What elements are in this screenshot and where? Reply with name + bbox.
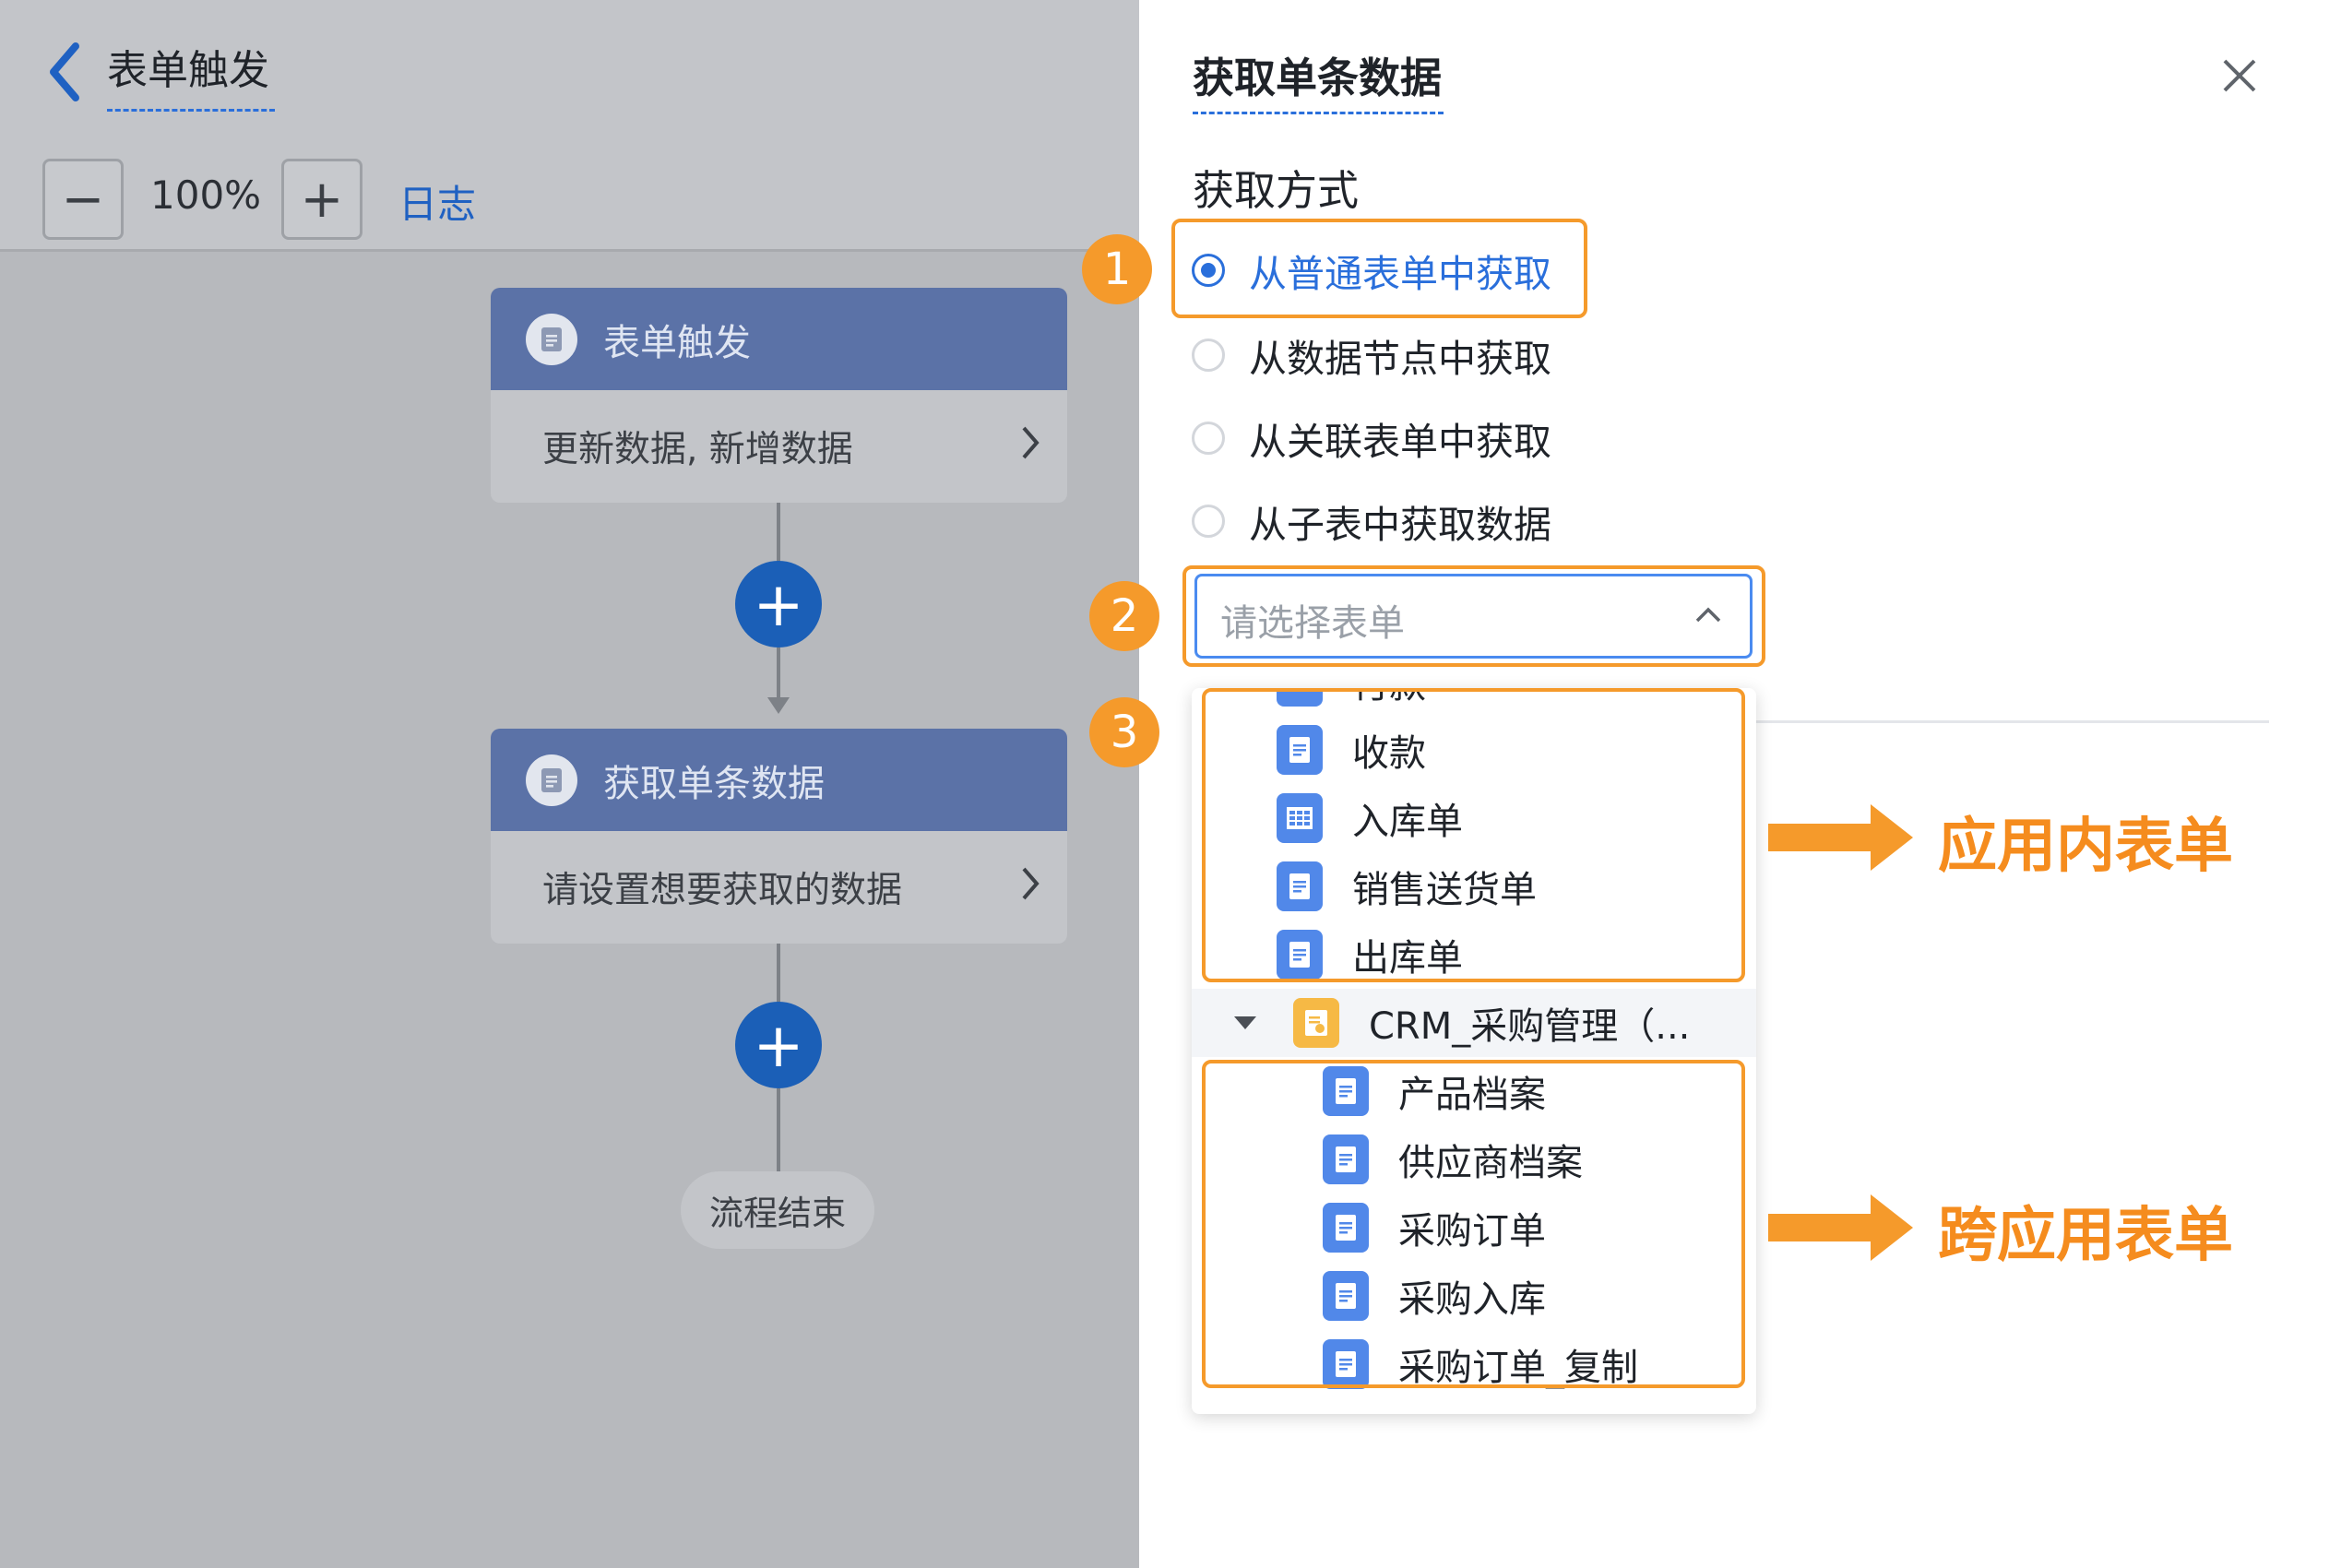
list-item[interactable]: 销售送货单 — [1277, 852, 1537, 921]
caret-down-icon[interactable] — [1234, 1016, 1256, 1029]
form-select-placeholder: 请选择表单 — [1220, 602, 1405, 645]
list-item-label: 入库单 — [1352, 801, 1463, 843]
step-badge-2: 2 — [1089, 581, 1159, 651]
zoom-out-button[interactable]: − — [42, 159, 124, 240]
add-node-button[interactable]: + — [735, 1002, 822, 1088]
step-badge-3: 3 — [1089, 697, 1159, 767]
radio-unchecked-icon — [1192, 422, 1225, 455]
grid-icon — [1277, 793, 1323, 843]
canvas-toolbar — [0, 145, 1139, 252]
list-item-label: 收款 — [1352, 732, 1426, 775]
flow-node-get-single-data[interactable]: 获取单条数据 请设置想要获取的数据 — [491, 729, 1067, 944]
document-icon — [1277, 725, 1323, 775]
title-underline — [107, 109, 275, 112]
node-summary[interactable]: 请设置想要获取的数据 — [491, 831, 1067, 944]
highlight-box-2 — [1182, 565, 1765, 667]
node-header: 获取单条数据 — [491, 729, 1067, 831]
connector-line — [777, 503, 780, 567]
node-summary-text: 更新数据, 新增数据 — [542, 429, 853, 470]
zoom-in-button[interactable]: + — [281, 159, 362, 240]
list-item[interactable]: 付款 — [1277, 688, 1426, 716]
chevron-right-icon — [1019, 421, 1041, 472]
divider — [1697, 720, 2269, 723]
connector-line — [777, 1088, 780, 1173]
radio-option-linked-form[interactable]: 从关联表单中获取 — [1192, 406, 1551, 470]
node-title: 表单触发 — [603, 321, 751, 364]
node-summary-text: 请设置想要获取的数据 — [542, 870, 903, 911]
flow-canvas: 表单触发 − 100% + 日志 表单触发 更新数据, 新增数据 + 获取单条数… — [0, 0, 1139, 1568]
form-dropdown-list: 付款 收款 入库单 销售送货单 出库单 CRM_采购管理（... — [1192, 688, 1756, 1414]
close-icon[interactable] — [2219, 55, 2260, 96]
flow-end-node: 流程结束 — [681, 1171, 874, 1249]
cross-app-forms-annotation: 跨应用表单 — [1938, 1202, 2233, 1270]
node-title: 获取单条数据 — [603, 762, 825, 805]
radio-checked-icon — [1192, 254, 1225, 287]
document-icon — [1323, 1203, 1369, 1253]
chevron-left-icon[interactable] — [46, 41, 83, 103]
connector-line — [777, 944, 780, 1003]
node-header: 表单触发 — [491, 288, 1067, 390]
document-icon — [1277, 861, 1323, 911]
list-item-label: 供应商档案 — [1398, 1142, 1583, 1184]
document-icon — [1323, 1271, 1369, 1321]
list-item[interactable]: 收款 — [1277, 716, 1426, 784]
app-forms-annotation: 应用内表单 — [1938, 813, 2233, 881]
document-icon — [1323, 1066, 1369, 1116]
connector-line — [777, 647, 780, 699]
document-icon — [1323, 1134, 1369, 1184]
highlight-box-cross-app-forms — [1202, 1060, 1745, 1388]
highlight-box-app-forms — [1202, 688, 1745, 982]
document-icon — [1277, 688, 1323, 707]
arrow-head-icon — [1871, 1194, 1913, 1261]
app-group-label: CRM_采购管理（... — [1369, 1005, 1691, 1048]
radio-unchecked-icon — [1192, 505, 1225, 538]
radio-option-subtable[interactable]: 从子表中获取数据 — [1192, 489, 1551, 553]
page-title: 表单触发 — [107, 47, 269, 94]
chevron-right-icon — [1019, 861, 1041, 913]
method-label: 获取方式 — [1193, 166, 1360, 215]
node-summary[interactable]: 更新数据, 新增数据 — [491, 390, 1067, 503]
list-item-label: 出库单 — [1352, 937, 1463, 980]
radio-option-data-node[interactable]: 从数据节点中获取 — [1192, 323, 1551, 387]
list-item[interactable]: 供应商档案 — [1323, 1125, 1583, 1194]
form-select[interactable] — [1194, 574, 1753, 659]
radio-label: 从关联表单中获取 — [1249, 420, 1551, 464]
list-item[interactable]: 采购订单 — [1323, 1194, 1546, 1262]
zoom-level: 100% — [150, 172, 262, 218]
chevron-up-icon — [1695, 607, 1721, 623]
list-item-label: 销售送货单 — [1352, 869, 1537, 911]
document-icon — [1277, 930, 1323, 980]
list-item[interactable]: 出库单 — [1277, 921, 1463, 989]
flow-node-form-trigger[interactable]: 表单触发 更新数据, 新增数据 — [491, 288, 1067, 503]
log-link[interactable]: 日志 — [398, 182, 477, 227]
list-item-label: 采购入库 — [1398, 1278, 1546, 1321]
app-group-crm[interactable]: CRM_采购管理（... — [1192, 989, 1756, 1057]
connector-arrow — [767, 697, 790, 714]
arrow-head-icon — [1871, 804, 1913, 871]
app-icon — [1293, 998, 1339, 1048]
arrow-right-icon — [1768, 824, 1872, 851]
document-icon — [1323, 1339, 1369, 1389]
radio-unchecked-icon — [1192, 339, 1225, 372]
list-item-label: 付款 — [1352, 688, 1426, 708]
list-item[interactable]: 采购入库 — [1323, 1262, 1546, 1330]
radio-label: 从数据节点中获取 — [1249, 337, 1551, 381]
list-item-label: 采购订单_复制 — [1398, 1347, 1638, 1389]
arrow-right-icon — [1768, 1214, 1872, 1241]
document-icon — [526, 754, 577, 806]
add-node-button[interactable]: + — [735, 561, 822, 647]
step-badge-1: 1 — [1082, 234, 1152, 304]
list-item[interactable]: 产品档案 — [1323, 1057, 1546, 1125]
list-item[interactable]: 入库单 — [1277, 784, 1463, 852]
list-item[interactable]: 采购订单_复制 — [1323, 1330, 1638, 1398]
panel-title: 获取单条数据 — [1193, 53, 1443, 102]
radio-label: 从子表中获取数据 — [1249, 503, 1551, 547]
document-icon — [526, 313, 577, 365]
list-item-label: 产品档案 — [1398, 1074, 1546, 1116]
panel-title-underline — [1193, 112, 1444, 114]
highlight-box-1 — [1171, 219, 1587, 318]
radio-option-normal-form[interactable]: 从普通表单中获取 — [1192, 238, 1551, 303]
radio-label: 从普通表单中获取 — [1249, 252, 1551, 296]
list-item-label: 采购订单 — [1398, 1210, 1546, 1253]
